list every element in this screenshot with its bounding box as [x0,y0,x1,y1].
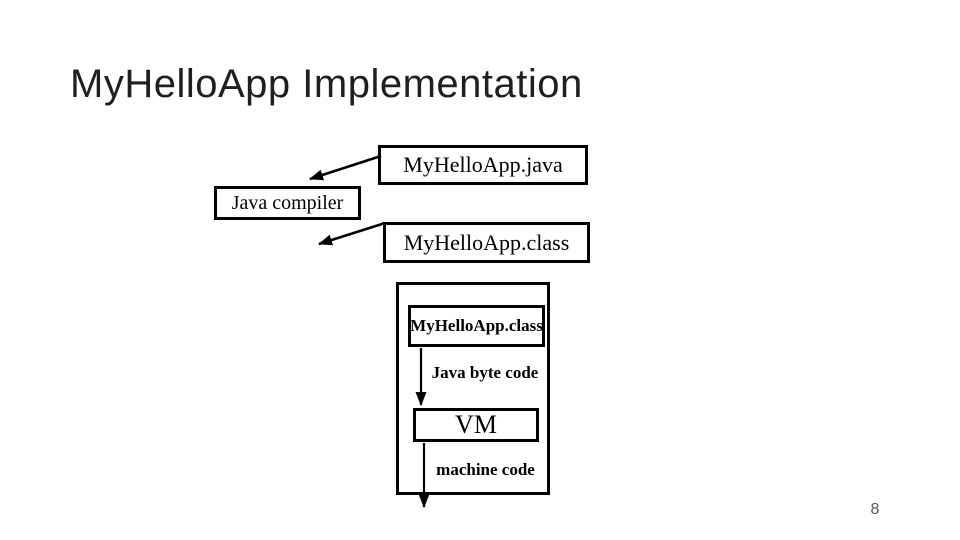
box-loaded-myhelloapp-class: MyHelloApp.class [408,305,545,347]
machine-code-label: machine code [436,460,535,479]
box-myhelloapp-class: MyHelloApp.class [383,222,590,263]
slide-page-number: 8 [870,501,880,518]
arrow-class-to-compiler-icon [318,221,386,246]
page-title: MyHelloApp Implementation [70,62,583,106]
java-byte-code-label: Java byte code [431,363,539,382]
box-java-compiler: Java compiler [214,186,361,220]
arrow-java-to-compiler-icon [309,154,382,181]
box-myhelloapp-java: MyHelloApp.java [378,145,588,185]
box-vm: VM [413,408,539,442]
